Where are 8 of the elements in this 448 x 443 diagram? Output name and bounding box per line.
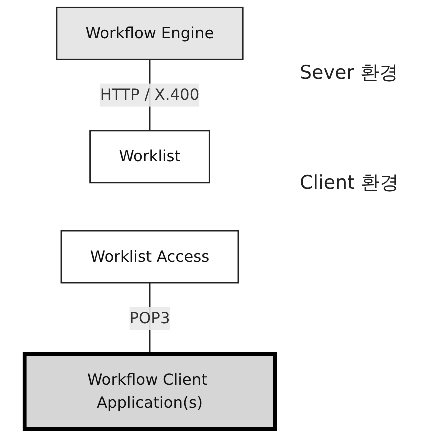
edge-label: HTTP / X.400 [100,86,200,104]
environment-label: Client 환경 [300,171,400,196]
node-box: Worklist [90,130,210,184]
node-box: Workflow Client Application(s) [22,352,278,432]
edge-label: POP3 [130,308,170,328]
node-box: Worklist Access [60,230,240,284]
environment-label: Sever 환경 [300,61,399,86]
node-box: Workflow Engine [56,6,244,60]
